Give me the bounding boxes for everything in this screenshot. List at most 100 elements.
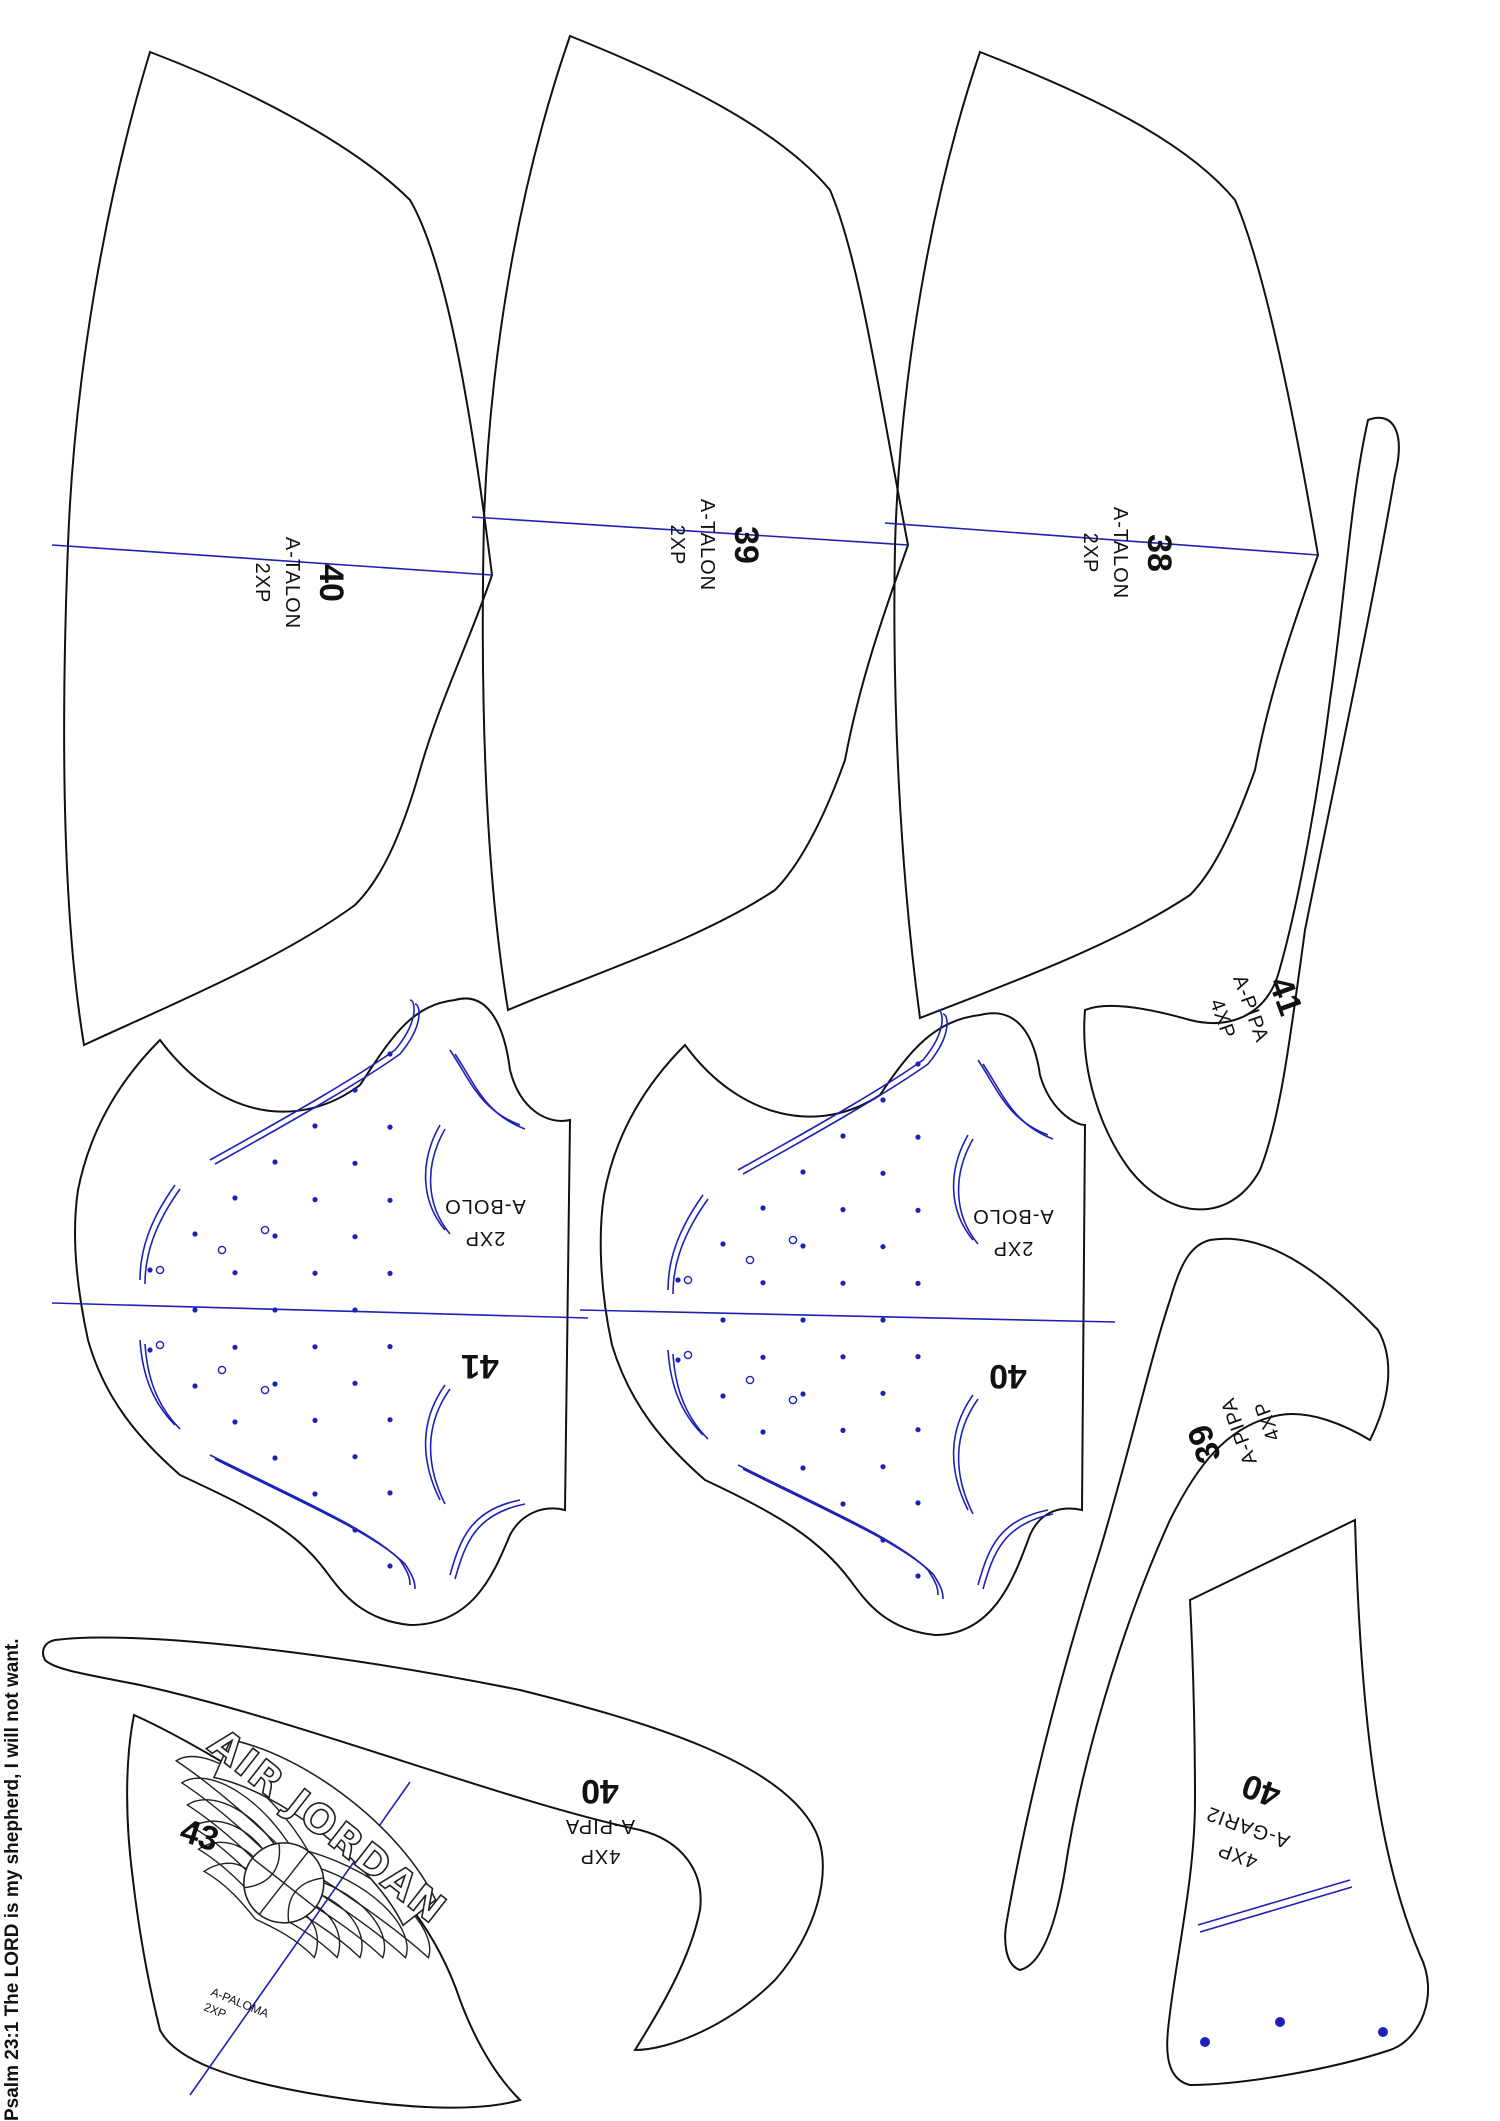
perforation-dot: [760, 1205, 766, 1211]
paloma-43-size: 43: [176, 1811, 224, 1859]
talon-38-qty: 2XP: [1079, 533, 1101, 574]
gari-40-size: 40: [1237, 1766, 1286, 1815]
perforation-dot: [147, 1267, 153, 1273]
perforation-ring: [217, 1365, 227, 1375]
perforation-dot: [387, 1270, 393, 1276]
perforation-ring: [788, 1395, 798, 1405]
perforation-dot: [352, 1307, 358, 1313]
perforation-dot: [915, 1500, 921, 1506]
perforation-dot: [387, 1417, 393, 1423]
perforation-dot: [147, 1347, 153, 1353]
perforation-dot: [675, 1277, 681, 1283]
perforation-dot: [880, 1097, 886, 1103]
bolo-40-outline: [599, 1012, 1087, 1637]
perforation-dot: [880, 1537, 886, 1543]
perforation-ring: [788, 1235, 798, 1245]
perforation-dot: [232, 1344, 238, 1350]
piece-gari-40[interactable]: 40 A-GARI2 4XP: [1166, 1518, 1429, 2087]
perforation-dot: [800, 1465, 806, 1471]
gari-40-eyelet: [1378, 2027, 1388, 2037]
stitch-channel: [667, 1194, 704, 1291]
talon-38-size: 38: [1140, 534, 1178, 572]
talon-39-grain-line: [471, 516, 909, 546]
bolo-code: A-BOLO: [972, 1205, 1054, 1227]
stitch-channel: [144, 1188, 181, 1285]
stitch-channel: [429, 1388, 451, 1505]
talon-38-grain-line: [884, 522, 1319, 556]
perforation-dot: [880, 1317, 886, 1323]
perforation-dot: [272, 1307, 278, 1313]
perforation-dot: [352, 1087, 358, 1093]
perforation-ring: [155, 1265, 165, 1275]
perforation-dot: [272, 1381, 278, 1387]
perforation-dot: [915, 1573, 921, 1579]
perforation-dot: [800, 1169, 806, 1175]
gari-40-label: 40 A-GARI2 4XP: [1203, 1766, 1292, 1873]
perforation-dot: [840, 1427, 846, 1433]
gari-40-code: A-GARI2: [1203, 1802, 1292, 1852]
talon-39-size: 39: [727, 526, 765, 564]
perforation-dot: [312, 1491, 318, 1497]
perforation-dot: [387, 1490, 393, 1496]
wing-feather: [289, 1861, 408, 1959]
piece-bolo-40[interactable]: [579, 1012, 1116, 1637]
perforation-dot: [312, 1344, 318, 1350]
talon-40-code: A-TALON: [281, 537, 303, 629]
bolo-41-outline: [74, 997, 572, 1627]
bolo-label: A-BOLO 2XP: [444, 1195, 526, 1249]
perforation-dot: [387, 1124, 393, 1130]
pipa-39-size: 39: [1180, 1419, 1229, 1468]
stitch-channel: [454, 1053, 526, 1130]
stitch-channel: [449, 1499, 521, 1576]
talon-40-qty: 2XP: [251, 563, 273, 604]
piece-bolo-41[interactable]: [51, 997, 589, 1627]
piece-talon-39[interactable]: 39 A-TALON 2XP: [471, 34, 910, 1012]
stitch-channel: [209, 1454, 411, 1586]
stitch-channel: [139, 1184, 176, 1281]
piece-talon-40[interactable]: 40 A-TALON 2XP: [51, 50, 494, 1047]
stitch-channel: [982, 1063, 1054, 1140]
perforation-dot: [352, 1234, 358, 1240]
stitch-channel: [977, 1509, 1049, 1586]
stitch-channel: [737, 1009, 943, 1171]
gari-40-qty: 4XP: [1215, 1838, 1261, 1873]
piece-pipa-39[interactable]: 39 A-PIPA 4XP: [1004, 1237, 1390, 1972]
stitch-channel: [977, 1059, 1049, 1136]
stitch-channel: [139, 1339, 176, 1426]
wing-feather: [180, 1777, 301, 1876]
perforation-dot: [800, 1317, 806, 1323]
perforation-dot: [232, 1195, 238, 1201]
perforation-ring: [745, 1375, 755, 1385]
talon-38-outline: [893, 50, 1320, 1020]
perforation-dot: [840, 1207, 846, 1213]
talon-38-label: 38 A-TALON 2XP: [1079, 507, 1178, 599]
perforation-dot: [760, 1429, 766, 1435]
bolo-qty: 2XP: [465, 1227, 506, 1249]
stitch-channel: [429, 1128, 451, 1235]
perforation-dot: [915, 1061, 921, 1067]
piece-pipa-40[interactable]: 40 A-PIPA 4XP: [42, 1636, 824, 2052]
perforation-dot: [192, 1231, 198, 1237]
bolo-code: A-BOLO: [444, 1195, 526, 1217]
perforation-dot: [387, 1197, 393, 1203]
perforation-dot: [915, 1134, 921, 1140]
stitch-channel: [144, 1343, 181, 1430]
perforation-dot: [352, 1454, 358, 1460]
stitch-channel: [449, 1049, 521, 1126]
bolo-size: 40: [989, 1357, 1027, 1395]
perforation-dot: [312, 1270, 318, 1276]
perforation-dot: [675, 1357, 681, 1363]
stitch-channel: [214, 1003, 420, 1165]
stitch-channel: [424, 1124, 446, 1231]
stitch-channel: [454, 1503, 526, 1580]
stitch-channel: [672, 1353, 709, 1440]
perforation-dot: [915, 1427, 921, 1433]
stitch-channel: [952, 1394, 974, 1511]
gari-40-eyelet: [1200, 2037, 1210, 2047]
piece-talon-38[interactable]: 38 A-TALON 2XP: [884, 50, 1320, 1020]
verse-footer: Psalm 23:1 The LORD is my shepherd, I wi…: [2, 1639, 23, 2121]
talon-40-outline: [63, 50, 494, 1047]
pipa-39-qty: 4XP: [1250, 1398, 1285, 1444]
